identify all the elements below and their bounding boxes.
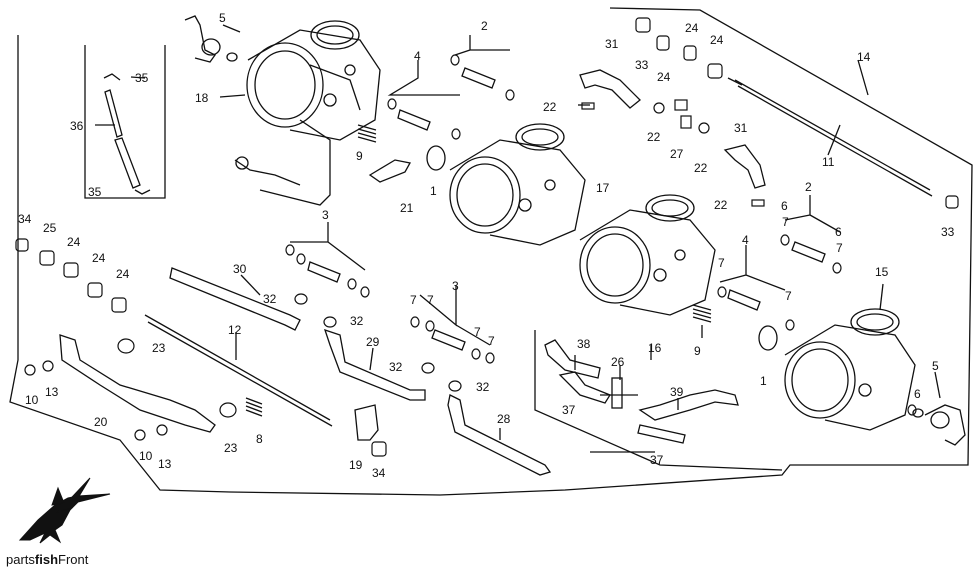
callout-24: 24 [710, 33, 724, 47]
diagram-border [9, 7, 973, 496]
callout-2: 2 [481, 19, 488, 33]
carburetor-17 [449, 123, 586, 246]
brand-wordmark: partsfishFront [6, 552, 88, 567]
callout-28: 28 [497, 412, 511, 426]
callout-33: 33 [635, 58, 649, 72]
callout-32: 32 [476, 380, 490, 394]
callout-34: 34 [18, 212, 32, 226]
callout-8: 8 [256, 432, 263, 446]
callout-21: 21 [400, 201, 414, 215]
callout-24: 24 [116, 267, 130, 281]
callout-4: 4 [414, 49, 421, 63]
callout-13: 13 [158, 457, 172, 471]
callout-31: 31 [734, 121, 748, 135]
callout-38: 38 [577, 337, 591, 351]
callout-labels: 5 35 36 35 18 9 21 1 4 2 17 22 31 33 24 … [18, 11, 955, 480]
callout-24: 24 [657, 70, 671, 84]
callout-7: 7 [427, 293, 434, 307]
callout-32: 32 [263, 292, 277, 306]
callout-5: 5 [932, 359, 939, 373]
carburetor-15 [784, 308, 916, 431]
carburetor-18 [234, 20, 381, 206]
callout-31: 31 [605, 37, 619, 51]
callout-19: 19 [349, 458, 363, 472]
carburetor-16 [579, 194, 716, 316]
callout-30: 30 [233, 262, 247, 276]
callout-5: 5 [219, 11, 226, 25]
callout-10: 10 [139, 449, 153, 463]
callout-23: 23 [224, 441, 238, 455]
callout-1: 1 [760, 374, 767, 388]
callout-1: 1 [430, 184, 437, 198]
callout-37: 37 [650, 453, 664, 467]
callout-32: 32 [389, 360, 403, 374]
callout-4: 4 [742, 233, 749, 247]
callout-24: 24 [685, 21, 699, 35]
callout-20: 20 [94, 415, 108, 429]
callout-12: 12 [228, 323, 242, 337]
callout-23: 23 [152, 341, 166, 355]
callout-7: 7 [488, 334, 495, 348]
callout-7: 7 [474, 325, 481, 339]
callout-14: 14 [857, 50, 871, 64]
callout-22: 22 [694, 161, 708, 175]
callout-25: 25 [43, 221, 57, 235]
callout-17: 17 [596, 181, 610, 195]
callout-24: 24 [67, 235, 81, 249]
callout-11: 11 [822, 155, 835, 169]
callout-29: 29 [366, 335, 380, 349]
brand-bold: fish [34, 552, 59, 567]
callout-9: 9 [694, 344, 701, 358]
callout-10: 10 [25, 393, 39, 407]
callout-3: 3 [322, 208, 329, 222]
callout-13: 13 [45, 385, 59, 399]
callout-6: 6 [835, 225, 842, 239]
callout-35: 35 [135, 71, 149, 85]
callout-7: 7 [718, 256, 725, 270]
brand-suffix: Front [58, 552, 89, 567]
callout-7: 7 [410, 293, 417, 307]
callout-35: 35 [88, 185, 102, 199]
callout-3: 3 [452, 279, 459, 293]
callout-32: 32 [350, 314, 364, 328]
callout-27: 27 [670, 147, 684, 161]
callout-22: 22 [543, 100, 557, 114]
callout-36: 36 [70, 119, 84, 133]
swordfish-logo-icon [18, 477, 111, 544]
callout-22: 22 [714, 198, 728, 212]
callout-7: 7 [782, 215, 789, 229]
washers [15, 17, 959, 457]
callout-39: 39 [670, 385, 684, 399]
callout-9: 9 [356, 149, 363, 163]
callout-37: 37 [562, 403, 576, 417]
callout-2: 2 [805, 180, 812, 194]
callout-34: 34 [372, 466, 386, 480]
callout-24: 24 [92, 251, 106, 265]
callout-7: 7 [836, 241, 843, 255]
callout-22: 22 [647, 130, 661, 144]
callout-26: 26 [611, 355, 625, 369]
callout-18: 18 [195, 91, 209, 105]
callout-6: 6 [781, 199, 788, 213]
callout-16: 16 [648, 341, 662, 355]
callout-7: 7 [785, 289, 792, 303]
callout-6: 6 [914, 387, 921, 401]
brand-prefix: parts [6, 552, 35, 567]
callout-33: 33 [941, 225, 955, 239]
callout-15: 15 [875, 265, 889, 279]
